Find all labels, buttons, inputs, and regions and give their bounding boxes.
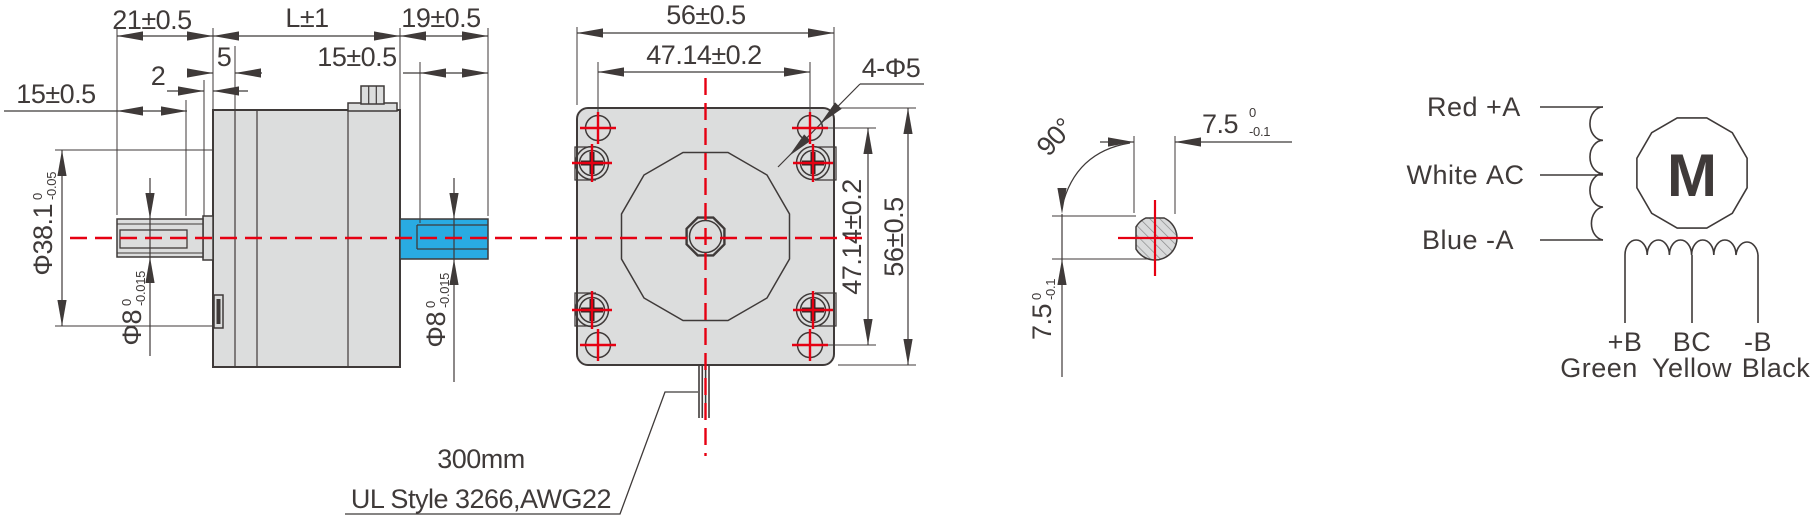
front-extension-lines xyxy=(576,27,916,366)
terminal-ac: AC xyxy=(1486,160,1525,190)
wire-color-red: Red xyxy=(1427,92,1478,122)
section-crosshair xyxy=(1118,200,1193,276)
terminal-plus-b: +B xyxy=(1608,327,1643,357)
wire-color-blue: Blue xyxy=(1422,225,1478,255)
dim-width: 56±0.5 xyxy=(666,0,745,30)
phase-a-circuit xyxy=(1540,106,1604,241)
motor-symbol-circle xyxy=(1636,117,1748,229)
wire-color-black: Black xyxy=(1742,353,1811,383)
dim-rear-shaft-tol-lower: -0.015 xyxy=(437,273,452,308)
dim-flange-thickness: 5 xyxy=(217,42,232,72)
wire-color-green: Green xyxy=(1560,353,1638,383)
dim-flat-h-value: 7.5 xyxy=(1202,109,1238,139)
pilot-circle xyxy=(620,151,791,322)
dim-flat-v-tol-lower: -0.1 xyxy=(1043,279,1058,300)
dim-across-flat-v: 7.5 0 -0.1 xyxy=(1027,279,1058,340)
wire-color-yellow: Yellow xyxy=(1652,353,1732,383)
dim-rear-shaft-value: Φ8 xyxy=(421,312,451,348)
phase-a-coil xyxy=(1589,106,1604,241)
phase-b-circuit xyxy=(1624,239,1759,323)
wire-color-white: White xyxy=(1406,160,1478,190)
dim-flat-h-tol-upper: 0 xyxy=(1249,105,1256,120)
mounting-holes-label: 4-Φ5 xyxy=(862,53,921,83)
section-arrows xyxy=(1057,137,1201,285)
shaft-hole-circle xyxy=(688,219,723,254)
dim-rear-flat: 15±0.5 xyxy=(317,42,396,72)
dim-hole-pitch-h: 47.14±0.2 xyxy=(646,40,761,70)
dim-pilot-tol-lower: -0.05 xyxy=(44,172,59,200)
dim-flat-v-value: 7.5 xyxy=(1027,304,1057,340)
dim-flat-v-tol-upper: 0 xyxy=(1029,293,1044,300)
dim-shaft-extension: 21±0.5 xyxy=(112,5,191,35)
dim-pilot-tol-upper: 0 xyxy=(30,193,45,200)
centerlines xyxy=(70,78,868,456)
cable-spec-label: UL Style 3266,AWG22 xyxy=(351,484,611,514)
dim-pilot-value: Φ38.1 xyxy=(28,204,58,276)
side-view: 21±0.5 L±1 19±0.5 5 15±0.5 2 15±0.5 Φ38.… xyxy=(4,3,489,382)
dim-across-flat-h: 7.5 0 -0.1 xyxy=(1202,105,1271,139)
dim-rear-shaft-tol-upper: 0 xyxy=(423,301,438,308)
terminal-bc: BC xyxy=(1673,327,1712,357)
connector-pins xyxy=(360,85,385,105)
dim-rear-shaft-dia: Φ8 0 -0.015 xyxy=(421,273,452,348)
hole-crosshairs xyxy=(572,112,833,361)
dim-height: 56±0.5 xyxy=(879,197,909,276)
dim-pilot-dia: Φ38.1 0 -0.05 xyxy=(28,172,59,276)
dim-height-text: 56±0.5 xyxy=(879,197,909,276)
terminal-minus-b: -B xyxy=(1744,327,1772,357)
wiring-diagram: Red +A White AC Blue -A M +B BC -B Green… xyxy=(1406,92,1811,383)
dim-flat-h-tol-lower: -0.1 xyxy=(1249,124,1270,139)
flange-slot-inner xyxy=(216,299,221,324)
dim-angle-text: 90° xyxy=(1031,112,1080,161)
terminal-minus-a: -A xyxy=(1486,225,1514,255)
dim-front-flat: 15±0.5 xyxy=(16,79,95,109)
side-extension-lines xyxy=(116,28,489,223)
phase-b-coil xyxy=(1624,239,1759,256)
front-dimension-lines xyxy=(577,32,909,365)
section-extension-lines xyxy=(1052,136,1176,260)
dim-angle: 90° xyxy=(1031,112,1080,161)
dim-rear-shaft: 19±0.5 xyxy=(401,3,480,33)
dim-body-length: L±1 xyxy=(285,3,328,33)
cable-length-label: 300mm xyxy=(437,444,525,474)
cable-note-leader xyxy=(345,391,698,515)
motor-symbol-letter: M xyxy=(1667,142,1717,209)
dim-front-shaft-tol-lower: -0.015 xyxy=(133,271,148,306)
dim-front-shaft-value: Φ8 xyxy=(117,310,147,346)
dim-front-shaft-dia: Φ8 0 -0.015 xyxy=(117,271,148,346)
shaft-section-view: 90° 7.5 0 -0.1 7.5 0 -0.1 xyxy=(1027,105,1292,377)
dim-front-shaft-tol-upper: 0 xyxy=(119,299,134,306)
terminal-plus-a: +A xyxy=(1486,92,1521,122)
dim-boss-protrusion: 2 xyxy=(151,61,166,91)
lead-wires xyxy=(698,366,710,418)
shaft-hole-octagon xyxy=(685,216,726,257)
